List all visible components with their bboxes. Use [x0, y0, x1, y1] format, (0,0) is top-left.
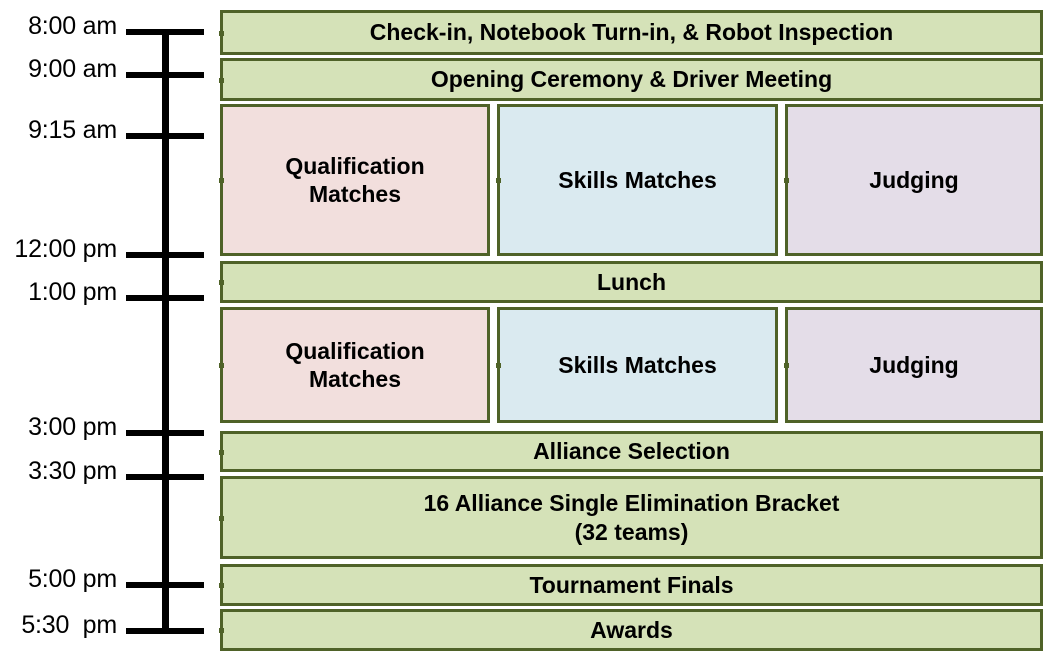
- event-block-judging-afternoon[interactable]: Judging: [784, 307, 1043, 423]
- timeline-connector-nub: [219, 178, 224, 183]
- event-label: Awards: [590, 616, 673, 643]
- timeline-connector-nub: [219, 515, 224, 521]
- time-label: 1:00 pm: [28, 278, 117, 306]
- event-label: Judging: [869, 351, 959, 378]
- time-tick-mark: [126, 430, 204, 436]
- timeline-connector-nub: [219, 30, 224, 36]
- event-block-judging-morning[interactable]: Judging: [784, 104, 1043, 256]
- timeline-connector-nub: [219, 583, 224, 588]
- event-label: Lunch: [597, 268, 666, 295]
- time-label: 3:00 pm: [28, 413, 117, 441]
- time-label: 3:30 pm: [28, 457, 117, 485]
- axis-spine: [162, 29, 169, 634]
- event-label: Skills Matches: [558, 351, 717, 378]
- event-block-check-in[interactable]: Check-in, Notebook Turn-in, & Robot Insp…: [219, 10, 1043, 55]
- event-label: Check-in, Notebook Turn-in, & Robot Insp…: [369, 19, 894, 46]
- timeline-connector-nub: [219, 77, 224, 83]
- timeline-connector-nub: [219, 628, 224, 633]
- timeline-connector-nub: [219, 449, 224, 455]
- time-label: 12:00 pm: [14, 235, 117, 263]
- event-label: Alliance Selection: [533, 438, 730, 465]
- time-label: 9:15 am: [28, 116, 117, 144]
- time-label: 8:00 am: [28, 12, 117, 40]
- event-block-elimination-bracket[interactable]: 16 Alliance Single Elimination Bracket (…: [219, 476, 1043, 559]
- event-block-skills-matches-afternoon[interactable]: Skills Matches: [496, 307, 778, 423]
- event-label: Opening Ceremony & Driver Meeting: [430, 66, 833, 93]
- timeline-connector-nub: [496, 178, 501, 183]
- event-label: Qualification Matches: [285, 152, 425, 207]
- event-label: Skills Matches: [558, 166, 717, 193]
- timeline-connector-nub: [784, 178, 789, 183]
- event-label: Judging: [869, 166, 959, 193]
- time-tick-mark: [126, 582, 204, 588]
- time-tick-mark: [126, 29, 204, 35]
- event-block-lunch[interactable]: Lunch: [219, 261, 1043, 303]
- time-label: 5:30 pm: [21, 611, 117, 639]
- event-block-opening-ceremony[interactable]: Opening Ceremony & Driver Meeting: [219, 58, 1043, 101]
- timeline-connector-nub: [219, 280, 224, 285]
- event-label: 16 Alliance Single Elimination Bracket (…: [423, 490, 840, 545]
- event-block-awards[interactable]: Awards: [219, 609, 1043, 651]
- event-block-alliance-selection[interactable]: Alliance Selection: [219, 431, 1043, 472]
- event-block-qualification-matches-afternoon[interactable]: Qualification Matches: [219, 307, 490, 423]
- timeline-connector-nub: [784, 363, 789, 368]
- time-tick-mark: [126, 72, 204, 78]
- time-tick-mark: [126, 252, 204, 258]
- timeline-connector-nub: [219, 363, 224, 368]
- time-tick-mark: [126, 133, 204, 139]
- event-block-skills-matches-morning[interactable]: Skills Matches: [496, 104, 778, 256]
- time-label: 5:00 pm: [28, 565, 117, 593]
- time-tick-mark: [126, 628, 204, 634]
- timeline-connector-nub: [496, 363, 501, 368]
- time-label: 9:00 am: [28, 55, 117, 83]
- event-label: Qualification Matches: [285, 337, 425, 392]
- event-block-qualification-matches-morning[interactable]: Qualification Matches: [219, 104, 490, 256]
- time-tick-mark: [126, 474, 204, 480]
- event-block-tournament-finals[interactable]: Tournament Finals: [219, 564, 1043, 606]
- event-label: Tournament Finals: [529, 571, 734, 598]
- time-tick-mark: [126, 295, 204, 301]
